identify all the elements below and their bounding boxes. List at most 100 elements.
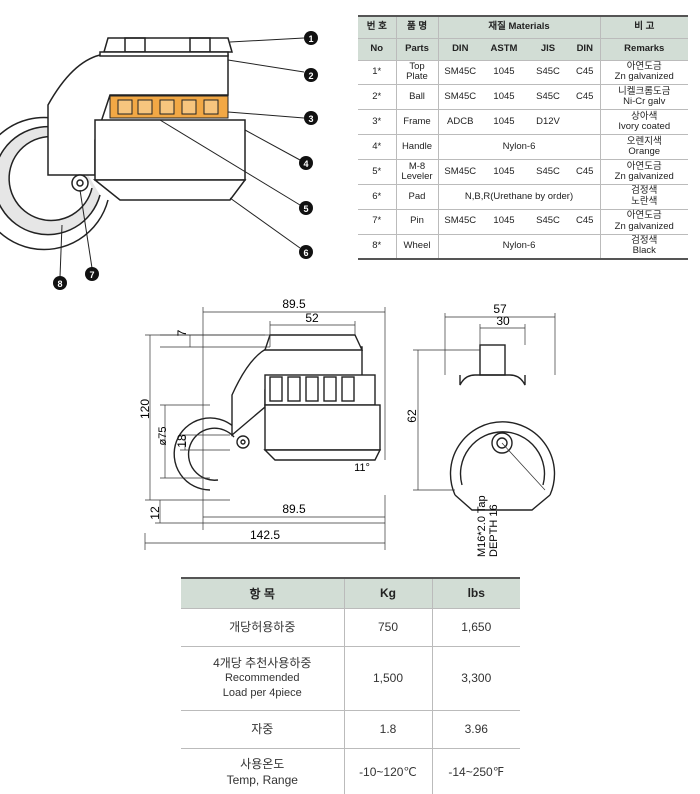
dim-52: 52 [305,311,319,325]
cell-jis: S45C [526,209,570,235]
dim-angle-11: 11° [354,462,370,474]
remark-kr: 아연도금 [626,160,662,172]
dim-7: 7 [175,329,189,336]
cell-material-span: Nylon-6 [437,134,600,160]
cell-astm: 1045 [482,209,526,235]
front-view [449,344,556,511]
parts-diagram: 1 2 3 4 5 6 7 8 [0,31,318,290]
svg-text:2: 2 [308,71,313,81]
svg-text:7: 7 [89,270,94,280]
dim-30: 30 [496,314,510,328]
specs-header-lbs: lbs [431,578,520,608]
cell-din-2: C45 [570,84,600,111]
callout-5: 5 [299,201,313,215]
spec-item-line: 4개당 추천사용하중 [213,656,312,671]
remark-en: Zn galvanized [614,71,674,83]
remark-en: Ivory coated [618,121,671,133]
remark-kr: 니켈크롬도금 [618,85,671,97]
spec-lbs: -14~250℉ [431,747,520,794]
dim-dia-75: ø75 [157,427,169,446]
header-din-2: DIN [570,38,600,61]
specs-header-item: 항 목 [181,578,344,608]
dim-62: 62 [405,409,419,423]
remark-kr: 상아색 [631,110,658,122]
cell-no: 6* [358,184,397,210]
svg-text:5: 5 [303,204,308,214]
handle-drawing [109,95,229,119]
front-dimension-lines [413,313,556,491]
spec-item-line: 사용온도 [240,756,285,771]
dim-89-5-bottom: 89.5 [282,502,306,516]
header-astm: ASTM [482,38,526,61]
cell-material-span: Nylon-6 [437,234,600,260]
svg-text:1: 1 [308,34,313,44]
remark-en: Orange [628,146,661,158]
dim-57: 57 [493,302,507,316]
dim-depth: DEPTH 16 [488,504,500,557]
cell-part: Pad [396,184,438,210]
remark-kr: 아연도금 [626,210,662,222]
cell-no: 4* [358,134,397,160]
svg-text:3: 3 [308,114,313,124]
cell-din: SM45C [437,84,482,111]
materials-table: 번 호 품 명 재질 Materials 비 고 No Parts DIN AS… [358,15,688,260]
callout-2: 2 [304,68,318,82]
callout-6: 6 [299,245,313,259]
cell-no: 1* [358,60,397,86]
remark-kr: 검정색 [631,185,658,197]
cell-astm: 1045 [482,60,526,86]
cell-din-2 [570,109,600,136]
cell-no: 3* [358,109,397,136]
dim-tap: M16*2.0 Tap [476,495,488,557]
remark-en: Zn galvanized [614,170,674,182]
callout-1: 1 [304,31,318,45]
cell-no: 2* [358,84,397,111]
pin-drawing [71,174,89,192]
spec-lbs: 3,300 [431,645,520,710]
remark-kr: 검정색 [631,234,658,246]
cell-din: SM45C [437,159,482,185]
spec-kg: 750 [343,607,432,646]
spec-item: 개당허용하중 [181,607,344,646]
spec-item-line: 개당허용하중 [229,619,296,634]
callout-3: 3 [304,111,318,125]
spec-item: 자중 [181,709,344,748]
cell-part: Ball [396,84,438,111]
cell-din-2: C45 [570,60,600,86]
spec-item-line: Load per 4piece [222,687,302,700]
svg-text:6: 6 [303,248,308,258]
svg-text:4: 4 [303,159,308,169]
side-dimension-lines [144,307,386,550]
remark-en: Ni-Cr galv [623,96,666,108]
spec-kg: 1,500 [343,645,432,710]
header-materials: 재질 Materials [437,16,600,39]
header-din: DIN [437,38,482,61]
cell-no: 8* [358,234,397,260]
header-no-kr: 번 호 [358,16,396,39]
spec-item-line: Recommended [224,672,300,685]
cell-astm: 1045 [482,159,526,185]
leader-lines [59,37,305,278]
cell-din-2: C45 [570,209,600,235]
specs-header-kg: Kg [343,578,432,608]
cell-din: SM45C [437,209,482,235]
spec-item-line: Temp, Range [226,772,298,787]
cell-astm: 1045 [482,109,526,136]
